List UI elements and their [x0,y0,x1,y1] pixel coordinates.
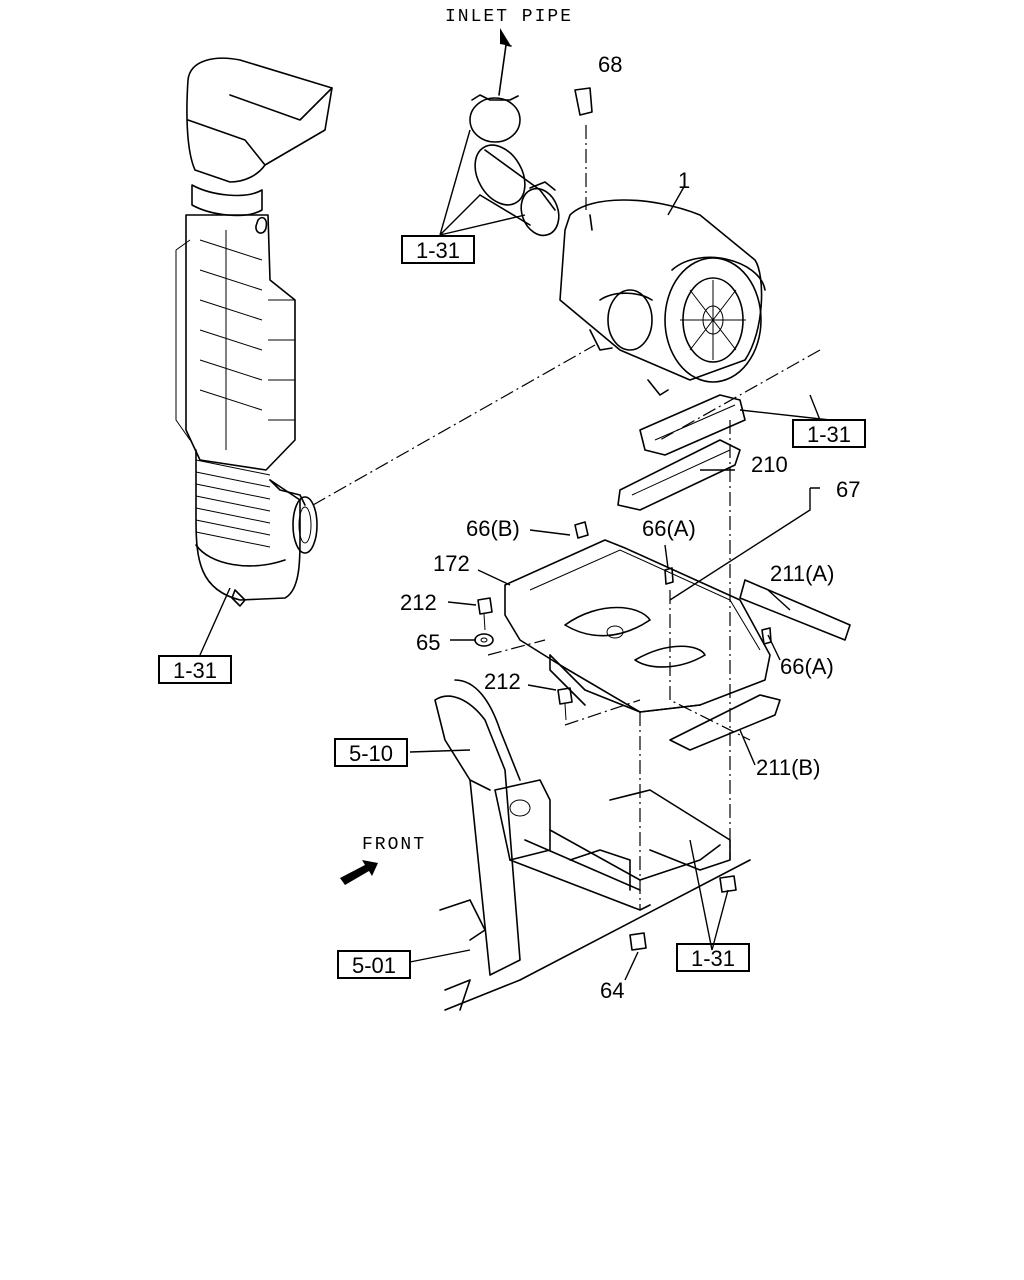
air-cleaner [559,87,766,396]
part-211b-label: 211(B) [756,755,820,780]
part-65-label: 65 [416,630,440,655]
part-172-label: 172 [433,551,470,576]
inlet-pipe-group [469,28,560,237]
ref-frame-text: 5-01 [352,953,396,978]
front-label: FRONT [362,835,426,855]
ref-nut-top-text: 1-31 [807,422,851,447]
part-210-label: 210 [751,452,788,477]
ref-box-clamps: 1-31 [401,235,475,264]
frame [434,679,751,1011]
part-66a-right-label: 66(A) [780,654,834,679]
ref-box-duct: 1-31 [158,655,232,684]
part-67-label: 67 [836,477,860,502]
part-211a-label: 211(A) [770,561,834,586]
front-arrow [340,860,378,885]
ref-box-nut-top: 1-31 [792,419,866,448]
ref-frame-nuts-text: 1-31 [691,946,735,971]
part-1-label: 1 [678,168,690,193]
ref-box-frame-nuts: 1-31 [676,943,750,972]
part-66b-label: 66(B) [466,516,520,541]
part-212-lower-label: 212 [484,669,521,694]
ref-duct-text: 1-31 [173,658,217,683]
mounting-plate [487,521,851,910]
part-68-label: 68 [598,52,622,77]
ref-box-cab: 5-10 [334,738,408,767]
part-66a-top-label: 66(A) [642,516,696,541]
ref-cab-text: 5-10 [349,741,393,766]
ref-clamps-text: 1-31 [416,238,460,263]
intake-duct [175,57,333,607]
part-64-label: 64 [600,978,624,1003]
leader-lines [199,129,831,981]
bracket-assembly [617,349,821,860]
inlet-pipe-label: INLET PIPE [445,7,573,27]
ref-box-frame: 5-01 [337,950,411,979]
part-212-upper-label: 212 [400,590,437,615]
connection-lines [312,344,596,506]
arrow-icon [340,860,378,885]
